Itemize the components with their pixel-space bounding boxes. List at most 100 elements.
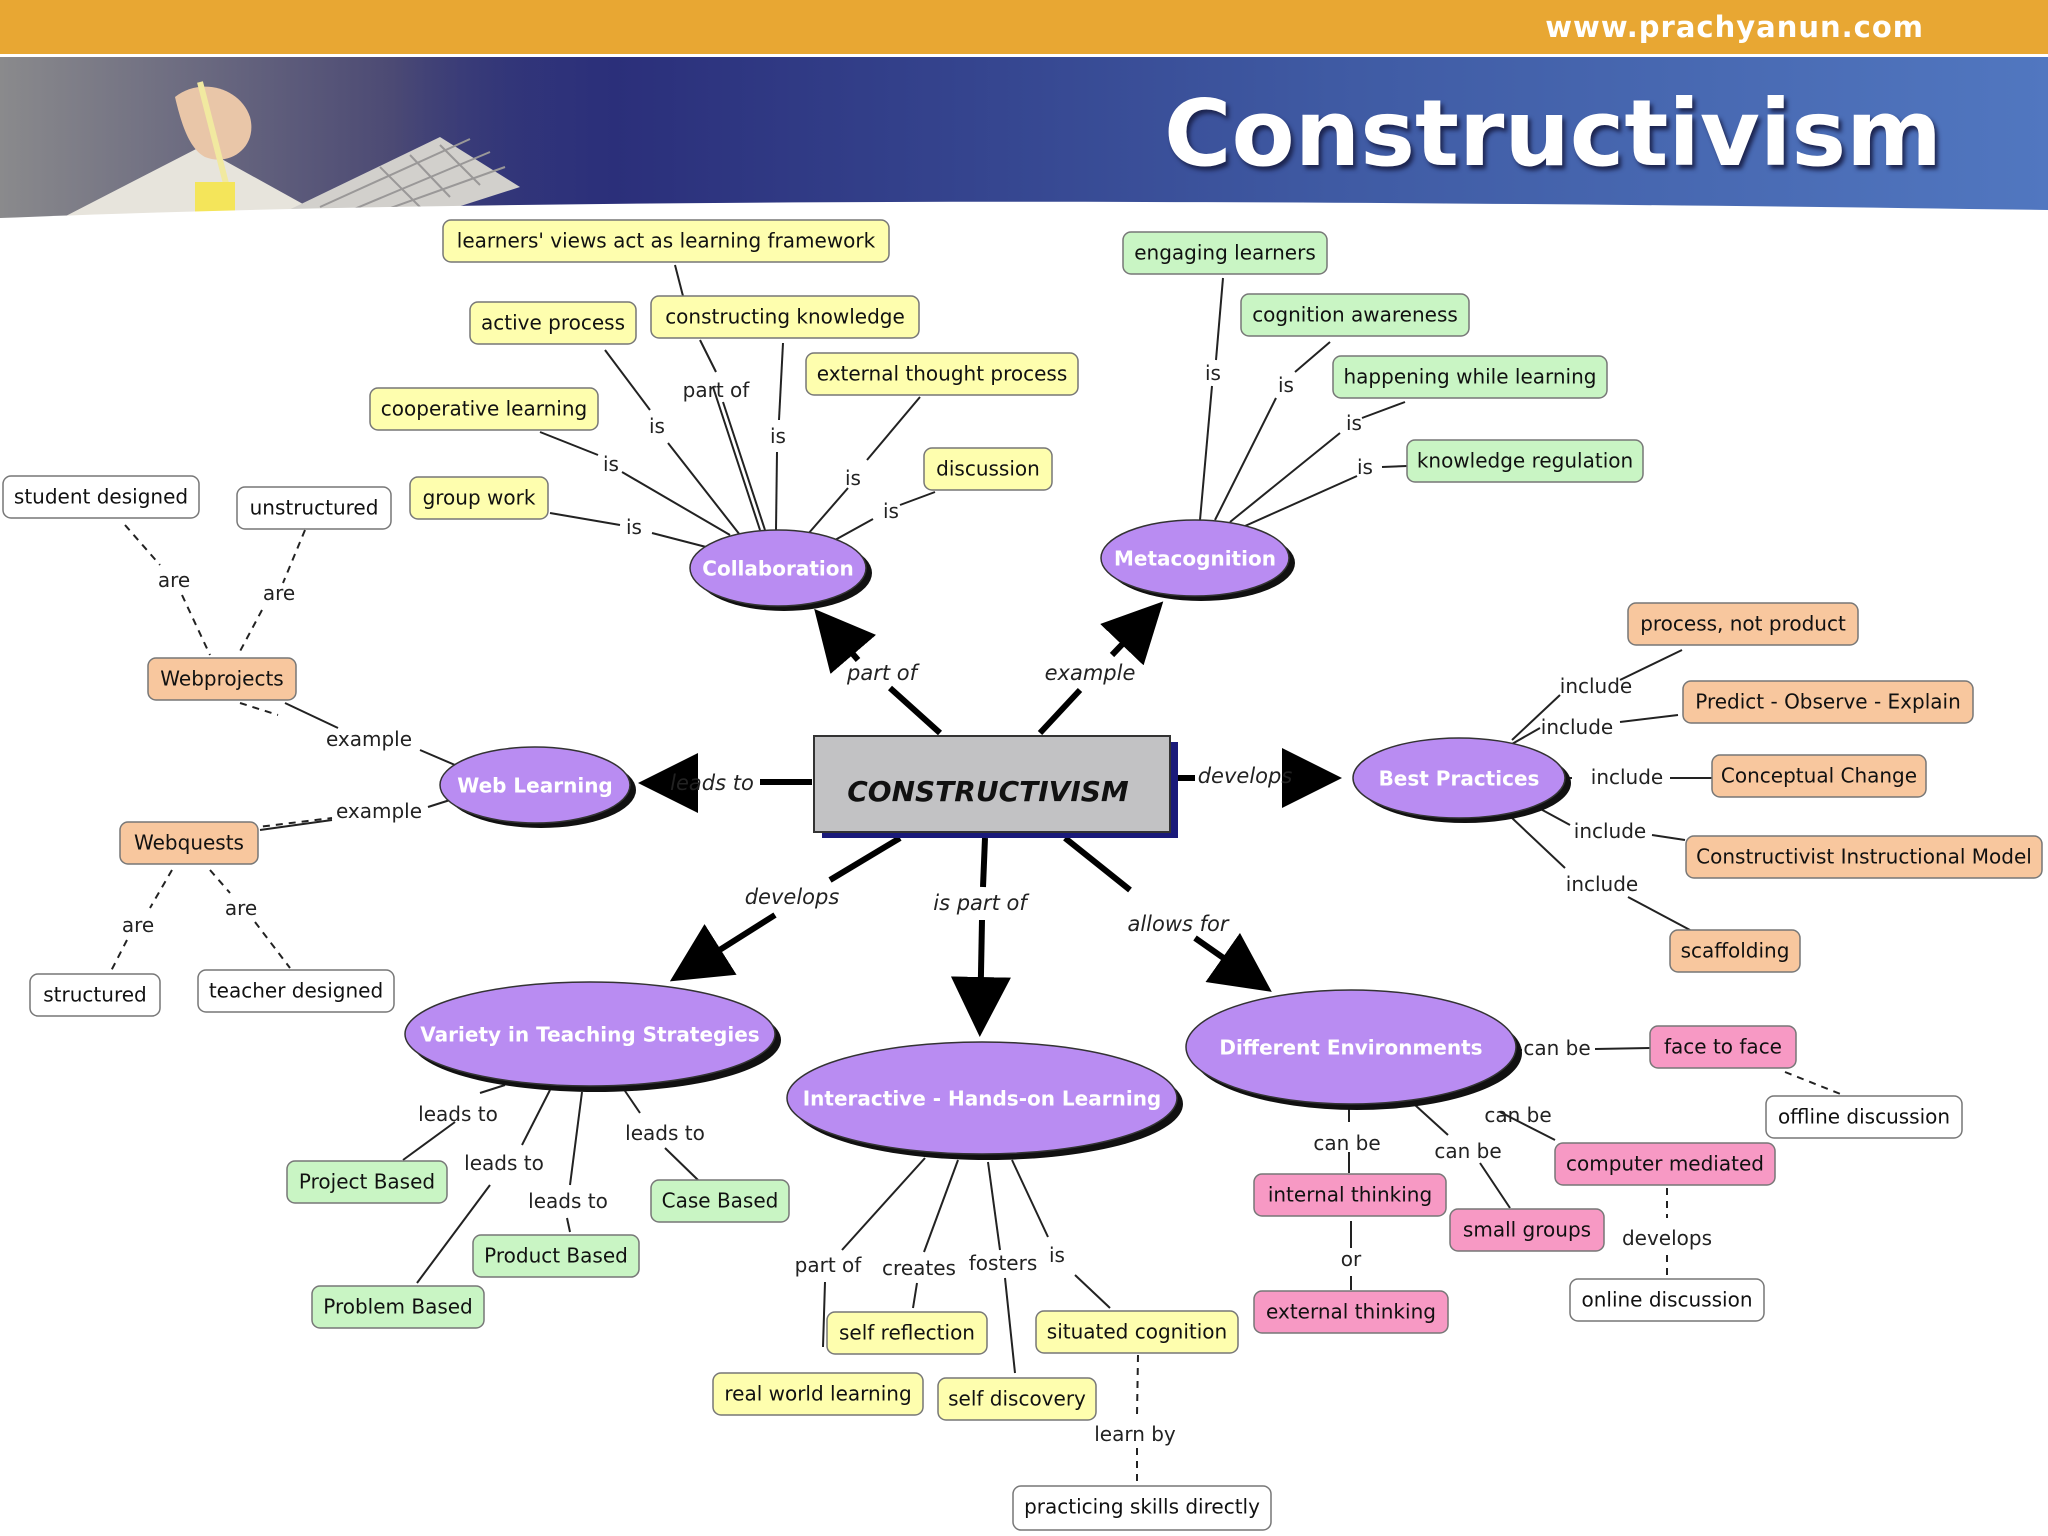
link-label: is — [603, 452, 619, 476]
box-self-discovery: self discovery — [937, 1377, 1097, 1421]
svg-text:active process: active process — [481, 311, 625, 335]
svg-text:Metacognition: Metacognition — [1114, 547, 1276, 571]
svg-text:internal thinking: internal thinking — [1268, 1183, 1432, 1207]
link-label: is part of — [933, 891, 1030, 915]
box-online-discussion: online discussion — [1569, 1278, 1765, 1322]
box-engaging-learners: engaging learners — [1122, 231, 1328, 275]
box-real-world: real world learning — [712, 1372, 924, 1416]
box-webquests: Webquests — [119, 821, 259, 865]
svg-text:Web Learning: Web Learning — [457, 774, 613, 798]
box-learners-views: learners' views act as learning framewor… — [442, 219, 890, 263]
link-label: develops — [1198, 764, 1293, 788]
svg-text:Constructivist Instructional M: Constructivist Instructional Model — [1696, 845, 2032, 869]
link-label: are — [158, 568, 190, 592]
link-label: can be — [1484, 1103, 1551, 1127]
svg-text:Webquests: Webquests — [134, 831, 244, 855]
link-label: is — [1278, 373, 1294, 397]
title-banner — [0, 57, 2048, 219]
page-title: Constructivism — [1163, 80, 1942, 187]
oval-environments: Different Environments — [1185, 989, 1522, 1110]
svg-text:group work: group work — [423, 486, 536, 510]
box-happening-while: happening while learning — [1332, 355, 1608, 399]
box-constructing-knowledge: constructing knowledge — [650, 295, 920, 339]
svg-text:learners' views act as learnin: learners' views act as learning framewor… — [457, 229, 876, 253]
svg-text:Different Environments: Different Environments — [1219, 1036, 1482, 1060]
box-structured: structured — [29, 973, 161, 1017]
link-label: is — [626, 515, 642, 539]
box-discussion: discussion — [923, 447, 1053, 491]
link-label: part of — [683, 378, 751, 402]
center-label: CONSTRUCTIVISM — [847, 775, 1129, 808]
box-predict-observe: Predict - Observe - Explain — [1682, 680, 1974, 724]
site-url: www.prachyanun.com — [1545, 10, 1924, 44]
link-label: example — [336, 799, 422, 823]
box-external-thinking: external thinking — [1253, 1290, 1449, 1334]
svg-text:Variety in Teaching Strategies: Variety in Teaching Strategies — [420, 1023, 759, 1047]
svg-text:real world learning: real world learning — [724, 1382, 911, 1406]
link-label: is — [1346, 411, 1362, 435]
svg-text:Project Based: Project Based — [299, 1170, 435, 1194]
svg-text:Webprojects: Webprojects — [160, 667, 283, 691]
oval-metacognition: Metacognition — [1100, 519, 1295, 601]
box-conceptual-change: Conceptual Change — [1711, 754, 1927, 798]
box-cim: Constructivist Instructional Model — [1685, 835, 2043, 879]
link-label: leads to — [528, 1189, 608, 1213]
link-label: develops — [1622, 1226, 1712, 1250]
link-label: allows for — [1127, 912, 1229, 936]
oval-best-practices: Best Practices — [1352, 737, 1571, 823]
svg-text:Case Based: Case Based — [662, 1189, 779, 1213]
link-label: develops — [745, 885, 840, 909]
dashed-lines — [109, 524, 1844, 1482]
link-label: leads to — [625, 1121, 705, 1145]
svg-text:engaging learners: engaging learners — [1134, 241, 1316, 265]
web-learning-links — [259, 702, 456, 831]
box-project-based: Project Based — [286, 1160, 448, 1204]
link-label: is — [1049, 1243, 1065, 1267]
svg-text:unstructured: unstructured — [250, 496, 379, 520]
svg-text:online discussion: online discussion — [1581, 1288, 1752, 1312]
box-cooperative-learning: cooperative learning — [369, 387, 599, 431]
box-student-designed: student designed — [2, 475, 200, 519]
link-label: is — [649, 414, 665, 438]
box-problem-based: Problem Based — [311, 1285, 485, 1329]
svg-text:Problem Based: Problem Based — [323, 1295, 473, 1319]
box-unstructured: unstructured — [236, 486, 392, 530]
box-face-to-face: face to face — [1649, 1025, 1797, 1069]
box-offline-discussion: offline discussion — [1765, 1095, 1963, 1139]
box-internal-thinking: internal thinking — [1253, 1173, 1447, 1217]
link-label: is — [1205, 361, 1221, 385]
box-process-not-product: process, not product — [1627, 602, 1859, 646]
link-label: creates — [882, 1256, 956, 1280]
header-divider — [0, 54, 2048, 57]
link-label: example — [326, 727, 412, 751]
oval-interactive: Interactive - Hands-on Learning — [786, 1041, 1183, 1160]
center-concept: CONSTRUCTIVISM — [813, 735, 1178, 838]
box-external-thought: external thought process — [805, 352, 1079, 396]
link-label: include — [1566, 872, 1638, 896]
box-webprojects: Webprojects — [147, 657, 297, 701]
link-label: example — [1045, 661, 1136, 685]
svg-text:external thinking: external thinking — [1266, 1300, 1436, 1324]
box-knowledge-regulation: knowledge regulation — [1406, 439, 1644, 483]
svg-text:cognition awareness: cognition awareness — [1252, 303, 1458, 327]
link-label: include — [1560, 674, 1632, 698]
box-practicing-skills: practicing skills directly — [1012, 1485, 1272, 1531]
svg-text:Collaboration: Collaboration — [702, 557, 853, 581]
svg-text:structured: structured — [43, 983, 146, 1007]
link-label: are — [225, 896, 257, 920]
svg-text:self discovery: self discovery — [948, 1387, 1086, 1411]
box-cognition-awareness: cognition awareness — [1240, 293, 1470, 337]
link-label: leads to — [418, 1102, 498, 1126]
header-bar — [0, 0, 2048, 54]
link-label: leads to — [670, 771, 754, 795]
svg-text:Predict - Observe - Explain: Predict - Observe - Explain — [1695, 690, 1961, 714]
svg-text:situated cognition: situated cognition — [1047, 1320, 1227, 1344]
link-label: part of — [795, 1253, 863, 1277]
link-label: is — [845, 466, 861, 490]
svg-text:scaffolding: scaffolding — [1681, 939, 1790, 963]
box-scaffolding: scaffolding — [1669, 929, 1801, 973]
svg-text:student designed: student designed — [14, 485, 188, 509]
box-active-process: active process — [469, 301, 637, 345]
link-label: leads to — [464, 1151, 544, 1175]
